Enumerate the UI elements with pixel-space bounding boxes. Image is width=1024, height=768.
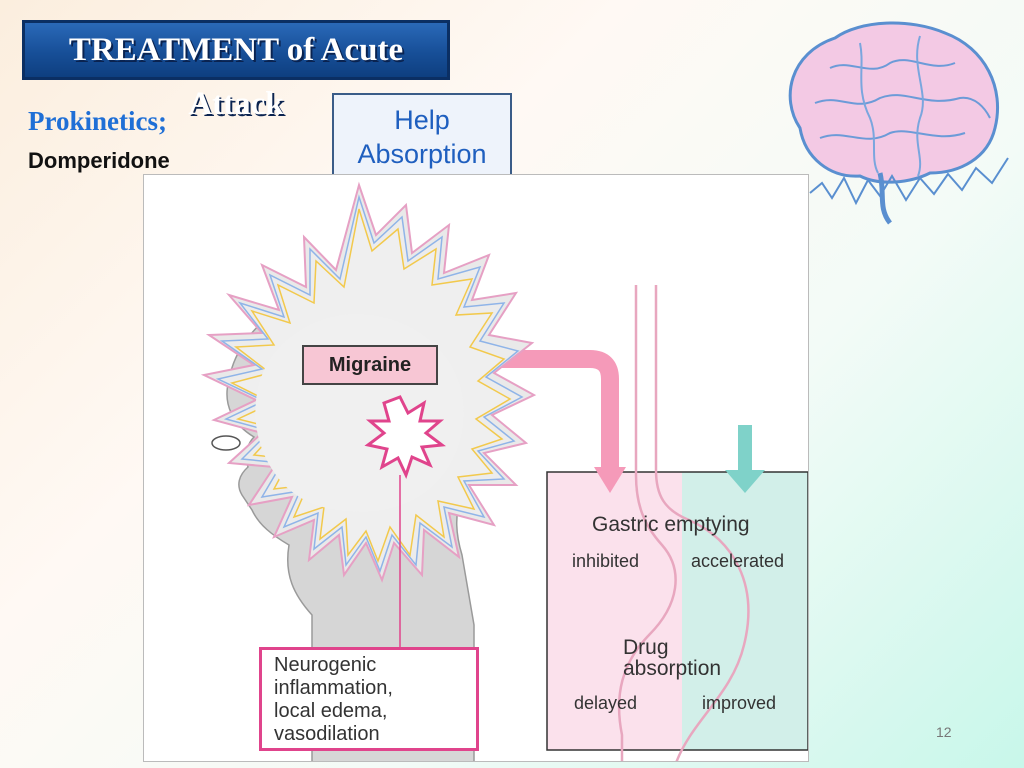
help-absorption-callout: Help Absorption — [332, 93, 512, 179]
neurogenic-effects-box: Neurogenic inflammation, local edema, va… — [259, 647, 479, 751]
migraine-label: Migraine — [302, 345, 438, 385]
callout-line-1: Help — [394, 105, 450, 135]
accelerated-panel — [682, 472, 808, 750]
inhibited-label: inhibited — [572, 551, 640, 571]
neuro-line-3: local edema, — [274, 700, 388, 722]
domperidone-label: Domperidone — [28, 148, 170, 173]
neuro-line-4: vasodilation — [274, 723, 380, 745]
accelerated-label: accelerated — [691, 551, 785, 571]
starburst-icon — [364, 395, 446, 480]
inhibited-panel — [547, 472, 682, 750]
stomach-panel-frame — [546, 471, 808, 751]
page-number: 12 — [936, 724, 952, 740]
stomach-outline-right — [654, 285, 750, 761]
eye — [211, 435, 241, 451]
slide-title: TREATMENT of Acute Attack — [22, 20, 450, 122]
migraine-gastric-diagram: Migraine Neurogenic inflammation, local … — [143, 174, 809, 762]
stomach-outline-left — [617, 285, 677, 761]
migraine-arrow-head — [594, 467, 626, 493]
improved-label: improved — [702, 693, 777, 713]
callout-line-2: Absorption — [357, 139, 487, 169]
gastric-emptying-label: Gastric emptying — [592, 513, 750, 536]
neuro-line-1: Neurogenic — [274, 654, 377, 676]
accelerated-arrow-head — [725, 470, 765, 493]
neuro-line-2: inflammation, — [274, 677, 393, 699]
brain-icon — [788, 21, 1009, 225]
migraine-arrow-shaft — [444, 350, 619, 470]
accelerated-arrow-shaft — [738, 425, 752, 475]
diagram-artwork — [200, 181, 808, 761]
drug-label: Drug — [623, 636, 669, 659]
head-inner — [255, 314, 464, 512]
absorption-label: absorption — [623, 657, 722, 680]
prokinetics-heading: Prokinetics; — [28, 106, 167, 136]
delayed-label: delayed — [574, 693, 638, 713]
